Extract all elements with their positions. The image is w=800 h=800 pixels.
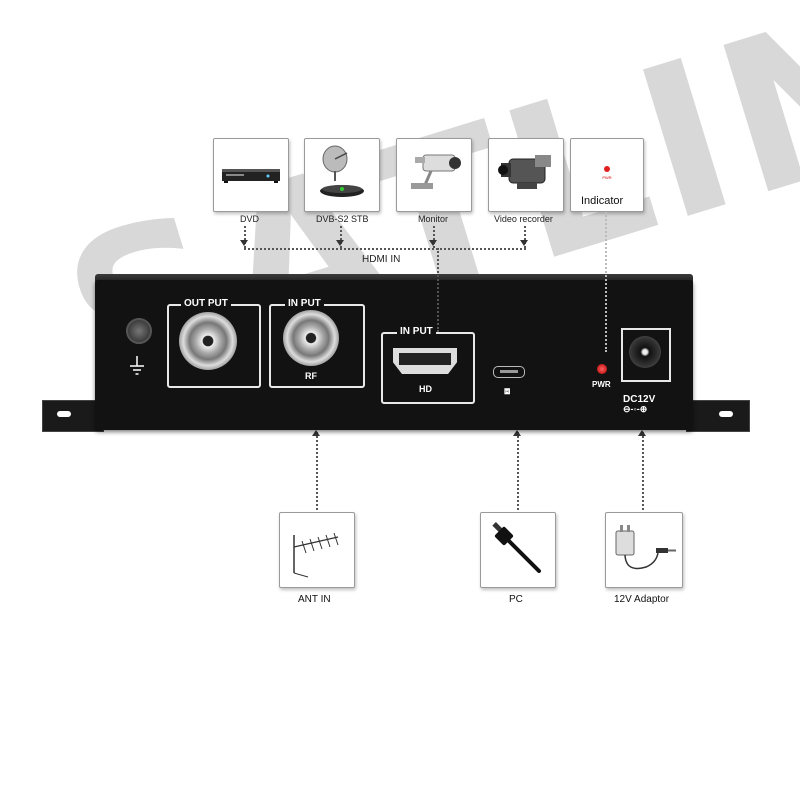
adaptor-arrow <box>638 430 646 436</box>
video-recorder-label: Video recorder <box>494 214 553 224</box>
converter-device: OUT PUT IN PUT RF IN PUT HD ⧈ PWR DC12V … <box>95 280 693 430</box>
power-adaptor-icon <box>615 525 676 570</box>
adaptor-box <box>605 512 683 588</box>
hd-label: HD <box>419 384 432 394</box>
indicator-box: PWR <box>570 138 644 212</box>
monitor-arrow <box>429 240 437 246</box>
camcorder-icon <box>498 155 551 189</box>
hdmi-drop-line <box>437 248 439 332</box>
rf-input-title: IN PUT <box>285 298 324 309</box>
ant-in-label: ANT IN <box>298 594 331 605</box>
adaptor-label: 12V Adaptor <box>614 594 670 605</box>
pc-connector-line <box>517 432 519 510</box>
hdmi-port[interactable] <box>393 348 457 374</box>
led-indicator-icon: PWR <box>602 166 612 180</box>
dc-jack-frame <box>621 328 671 382</box>
usb-cable-icon <box>492 522 541 573</box>
ground-screw <box>126 318 152 344</box>
dc12v-label: DC12V <box>623 394 656 405</box>
monitor-connector-line <box>433 226 435 248</box>
pc-arrow <box>513 430 521 436</box>
dvd-arrow <box>240 240 248 246</box>
indicator-label: Indicator <box>581 195 624 207</box>
polarity-label: ⊖-◦-⊕ <box>623 404 648 414</box>
ant-in-connector-line <box>316 432 318 510</box>
rf-label: RF <box>305 371 317 381</box>
security-camera-icon <box>411 154 461 189</box>
dvd-player-icon <box>222 169 280 183</box>
monitor-box <box>396 138 472 212</box>
pwr-label: PWR <box>592 380 611 389</box>
dvd-box <box>213 138 289 212</box>
dvb-s2-stb-box <box>304 138 380 212</box>
hdmi-input-title: IN PUT <box>397 326 436 337</box>
dvd-connector-line <box>244 226 246 248</box>
output-title: OUT PUT <box>181 298 231 309</box>
satellite-dish-stb-icon <box>320 145 364 197</box>
ant-in-box <box>279 512 355 588</box>
antenna-icon <box>293 532 339 578</box>
monitor-label: Monitor <box>418 214 449 224</box>
hdmi-in-label: HDMI IN <box>362 254 401 265</box>
recorder-arrow <box>520 240 528 246</box>
indicator-connector-line <box>605 212 607 352</box>
right-mounting-flange <box>686 400 750 432</box>
adaptor-connector-line <box>642 432 644 510</box>
stb-arrow <box>336 240 344 246</box>
recorder-connector-line <box>524 226 526 248</box>
ant-in-arrow <box>312 430 320 436</box>
pc-label: PC <box>509 594 523 605</box>
hdmi-bus-line <box>244 248 526 250</box>
rf-output-connector[interactable] <box>179 312 237 370</box>
stb-connector-line <box>340 226 342 248</box>
pc-box <box>480 512 556 588</box>
pwr-led <box>597 364 607 374</box>
dvd-label: DVD <box>240 214 260 224</box>
ground-icon <box>130 356 144 375</box>
dc-power-jack[interactable] <box>629 336 661 368</box>
usb-symbol: ⧈ <box>504 386 511 397</box>
video-recorder-box <box>488 138 564 212</box>
micro-usb-port[interactable] <box>493 366 525 378</box>
rf-input-connector[interactable] <box>283 310 339 366</box>
dvb-s2-stb-label: DVB-S2 STB <box>316 214 369 224</box>
svg-text:PWR: PWR <box>602 175 611 180</box>
